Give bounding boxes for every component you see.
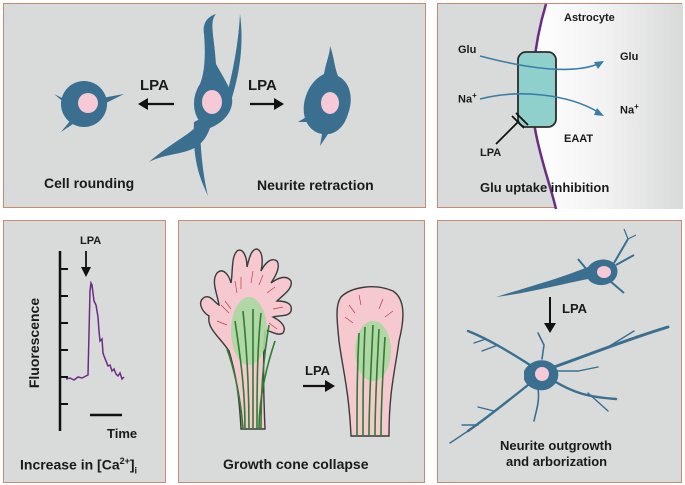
lpa-label-right: LPA [248, 77, 277, 94]
caption-neurite-retraction: Neurite retraction [257, 177, 374, 193]
lpa-label-left: LPA [140, 77, 169, 94]
outgrowth-lpa-label: LPA [562, 301, 588, 316]
spread-growth-cone [199, 248, 292, 430]
glu-uptake-illustration [479, 3, 683, 210]
astrocyte-region [532, 4, 683, 209]
calcium-lpa-label: LPA [80, 235, 102, 247]
outgrowth-illustration [449, 228, 670, 444]
arrow-left [138, 98, 174, 110]
panel-growth-cone: LPA Growth cone collapse [178, 220, 425, 483]
caption-growth-cone: Growth cone collapse [223, 456, 369, 472]
arborized-neuron [449, 325, 670, 444]
caption-calcium-sup: 2+ [119, 456, 130, 466]
glu-out-label: Glu [620, 51, 639, 63]
caption-calcium-bracket: ] [129, 456, 135, 473]
panel-calcium: LPA Fluorescence Time Increase in [Ca2+]… [3, 220, 166, 483]
na-in-text: Na [458, 93, 473, 106]
time-axis-label: Time [107, 426, 138, 441]
small-neuron [496, 228, 637, 297]
na-out-label: Na+ [620, 102, 639, 117]
eaat-transporter [517, 51, 557, 128]
lpa-inhibitor-label: LPA [480, 147, 502, 159]
glu-in-label: Glu [458, 44, 477, 56]
panel-outgrowth: LPA Neurite outgrowth and arborization [437, 220, 682, 483]
caption-outgrowth-line1: Neurite outgrowth [500, 438, 612, 453]
astrocyte-membrane [531, 3, 558, 210]
panel-cell-shape: LPA LPA Cell rounding Neurite retraction [3, 3, 426, 208]
fluorescence-axis-label: Fluorescence [26, 297, 42, 389]
caption-calcium-prefix: Increase in [Ca [20, 456, 120, 473]
calcium-trace [65, 280, 125, 381]
panel-glu-uptake: Astrocyte Glu Glu Na+ Na+ LPA EAAT Glu u… [437, 3, 683, 210]
na-in-label: Na+ [458, 91, 477, 106]
caption-outgrowth-line2: and arborization [506, 454, 608, 469]
astrocyte-label: Astrocyte [564, 12, 615, 24]
na-out-charge: + [634, 102, 639, 111]
growth-lpa-label: LPA [305, 363, 331, 378]
caption-calcium-sub: i [134, 465, 138, 476]
rounded-cell [54, 81, 124, 132]
caption-glu-uptake: Glu uptake inhibition [480, 180, 610, 195]
growth-cone-illustration [199, 248, 404, 437]
retracted-cell [298, 46, 351, 146]
arrow-right [250, 98, 284, 110]
caption-cell-rounding: Cell rounding [44, 175, 135, 191]
na-in-charge: + [472, 91, 477, 100]
eaat-label: EAAT [564, 133, 594, 145]
collapsed-growth-cone [336, 286, 404, 437]
calcium-trace-plot [58, 251, 125, 431]
na-out-text: Na [620, 104, 635, 117]
cell-shape-illustration [54, 14, 351, 196]
caption-calcium: Increase in [Ca2+]i [20, 456, 137, 475]
neuron-cell [149, 14, 242, 196]
